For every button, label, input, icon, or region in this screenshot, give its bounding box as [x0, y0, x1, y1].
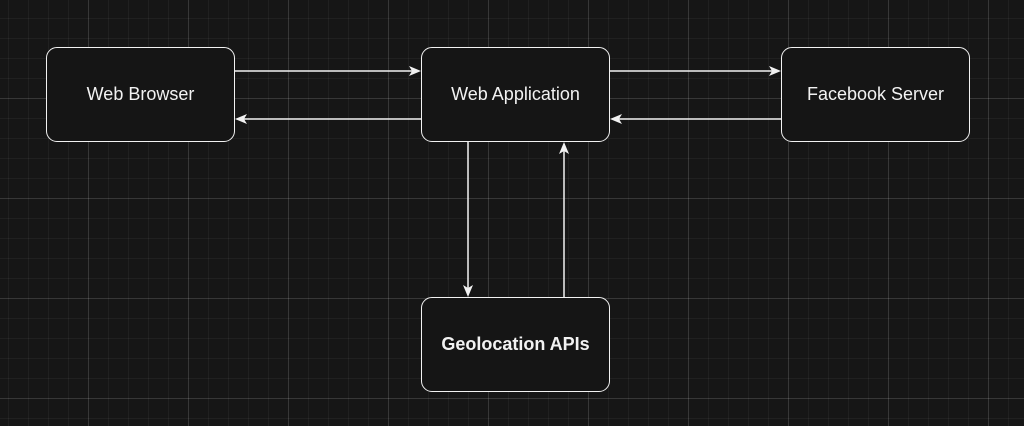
edge-geolocation-to-webapp — [559, 142, 569, 297]
node-geolocation-apis-label: Geolocation APIs — [441, 334, 590, 354]
edge-facebook-to-webapp — [610, 114, 781, 124]
edge-browser-to-webapp — [235, 66, 421, 76]
edge-webapp-to-browser — [235, 114, 421, 124]
node-web-application[interactable]: Web Application — [421, 47, 610, 142]
node-web-browser[interactable]: Web Browser — [46, 47, 235, 142]
node-facebook-server[interactable]: Facebook Server — [781, 47, 970, 142]
node-web-application-label: Web Application — [451, 84, 580, 104]
edge-webapp-to-geolocation — [463, 142, 473, 297]
node-geolocation-apis[interactable]: Geolocation APIs — [421, 297, 610, 392]
node-facebook-server-label: Facebook Server — [806, 84, 945, 104]
edge-webapp-to-facebook — [610, 66, 781, 76]
node-web-browser-label: Web Browser — [86, 84, 195, 104]
